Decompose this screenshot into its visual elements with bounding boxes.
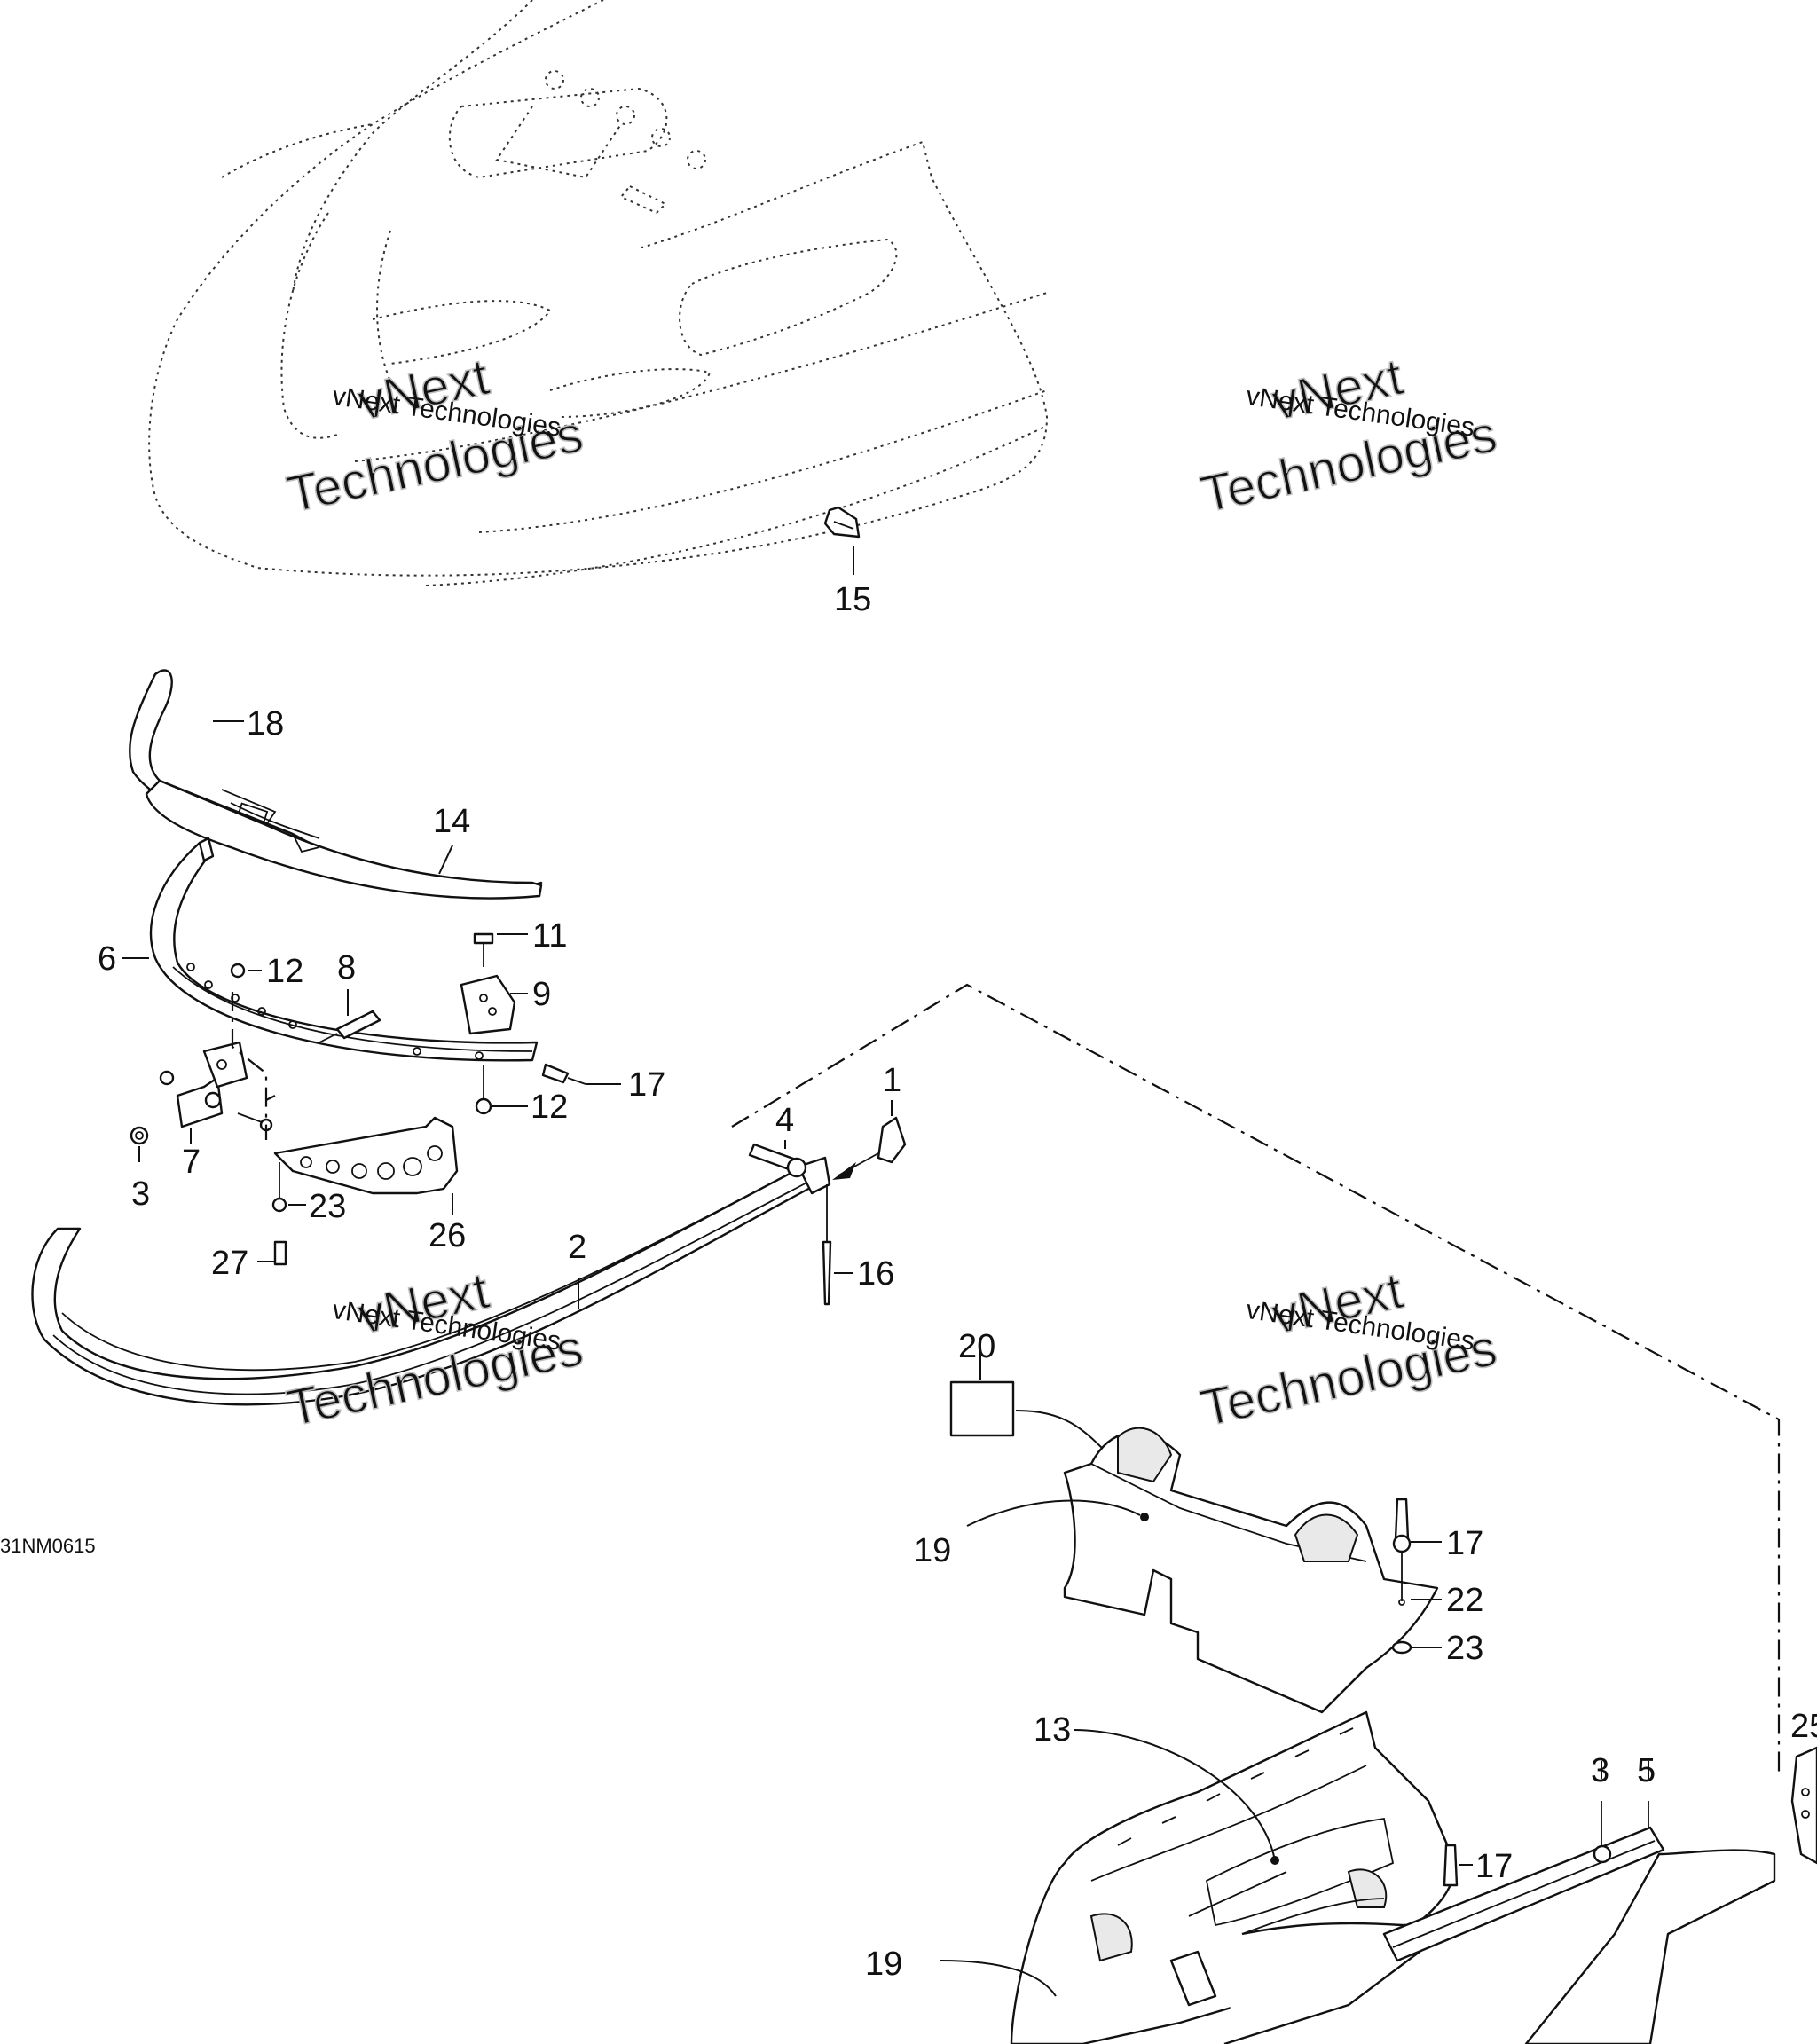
callout-18: 18 [247, 705, 284, 743]
callout-19: 19 [865, 1946, 902, 1983]
part-1-clip [832, 1116, 907, 1180]
callout-8: 8 [337, 949, 356, 987]
callout-20: 20 [958, 1328, 995, 1365]
callout-4: 4 [775, 1102, 794, 1139]
callout-17: 17 [1446, 1525, 1483, 1562]
part-6-bumper-bar [149, 837, 539, 1062]
callout-16: 16 [857, 1255, 894, 1293]
callout-12: 12 [266, 953, 303, 990]
callout-27: 27 [211, 1245, 248, 1282]
callout-23: 23 [309, 1188, 346, 1225]
callout-3: 3 [131, 1175, 150, 1213]
callout-6: 6 [98, 940, 116, 978]
callout-1: 1 [883, 1062, 901, 1099]
callout-13: 13 [1034, 1711, 1071, 1749]
callout-11: 11 [532, 917, 567, 955]
callout-17: 17 [1475, 1848, 1513, 1885]
callout-leaders [122, 720, 1649, 1779]
callout-5: 5 [1637, 1752, 1656, 1789]
callout-7: 7 [182, 1144, 201, 1181]
part-2-bumper [31, 1156, 832, 1406]
part-26-bracket [271, 1116, 459, 1266]
callout-26: 26 [429, 1217, 466, 1254]
diagram-reference-code: 31NM0615 [0, 1535, 96, 1557]
callout-3: 3 [1591, 1752, 1609, 1789]
part-20-label [949, 1353, 1110, 1456]
callout-22: 22 [1446, 1582, 1483, 1619]
part-13-lower-panel [940, 1710, 1457, 2044]
callout-numbers: 1 2 3 3 4 5 6 7 8 9 11 12 12 13 14 15 16… [98, 581, 1817, 1983]
callout-17: 17 [628, 1066, 665, 1104]
callout-12: 12 [531, 1089, 568, 1126]
callout-14: 14 [433, 803, 470, 840]
callout-19: 19 [914, 1532, 951, 1569]
callout-15: 15 [834, 581, 871, 618]
part-14-panel [128, 669, 543, 900]
assembly-lines [731, 983, 1781, 1774]
part-15-clip [823, 506, 861, 575]
part-25-bracket [1790, 1746, 1817, 1865]
callout-23: 23 [1446, 1630, 1483, 1667]
part-5-rail [1382, 1801, 1776, 2044]
part-4-bolt [748, 1143, 807, 1178]
part-19-upper-panel [966, 1427, 1439, 1714]
callout-9: 9 [532, 976, 551, 1013]
hardware-cluster [130, 932, 586, 1145]
callout-2: 2 [568, 1229, 586, 1266]
hood-outline [148, 0, 1049, 586]
callout-25: 25 [1790, 1708, 1817, 1745]
hardware-right [1391, 1498, 1442, 1655]
